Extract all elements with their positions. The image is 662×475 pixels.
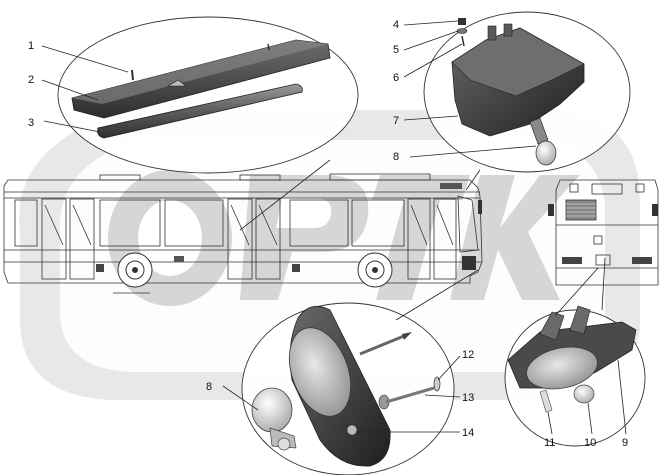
bus-doors xyxy=(41,198,457,280)
callout-labels: 1 2 3 4 5 6 7 8 8 9 10 11 12 13 14 xyxy=(28,19,628,449)
callout-8-bottom: 8 xyxy=(206,381,212,393)
callout-8-top: 8 xyxy=(393,151,399,163)
lamp-tube xyxy=(97,83,303,139)
detail-rear-lamp xyxy=(423,11,631,173)
callout-9: 9 xyxy=(622,437,628,449)
bus-side-view xyxy=(3,173,483,294)
callout-3: 3 xyxy=(28,117,34,129)
detail-plate-lamp-assembled xyxy=(504,305,646,447)
cap xyxy=(573,384,595,404)
callout-6: 6 xyxy=(393,72,399,84)
detail-plate-lamp-exploded xyxy=(241,302,455,475)
callout-1: 1 xyxy=(28,40,34,52)
bus-wheels xyxy=(117,252,393,288)
callout-5: 5 xyxy=(393,44,399,56)
callout-4: 4 xyxy=(393,19,399,31)
bus-windows xyxy=(14,199,405,247)
washer xyxy=(456,28,468,34)
leader-lines xyxy=(41,20,627,435)
screw xyxy=(385,386,435,404)
lamp-lens xyxy=(288,327,352,417)
pin xyxy=(539,389,553,413)
screw-upper xyxy=(359,334,405,356)
nut xyxy=(458,18,466,25)
callout-14: 14 xyxy=(462,427,474,439)
callout-10: 10 xyxy=(584,437,596,449)
callout-2: 2 xyxy=(28,74,34,86)
mounting-pin xyxy=(131,69,134,81)
callout-7: 7 xyxy=(393,115,399,127)
callout-13: 13 xyxy=(462,392,474,404)
bus-rear-view xyxy=(548,179,659,286)
callout-12: 12 xyxy=(462,349,474,361)
detail-roof-lamp xyxy=(57,16,359,174)
washer-small xyxy=(433,376,441,392)
callout-11: 11 xyxy=(544,437,555,449)
bulb xyxy=(535,140,557,166)
